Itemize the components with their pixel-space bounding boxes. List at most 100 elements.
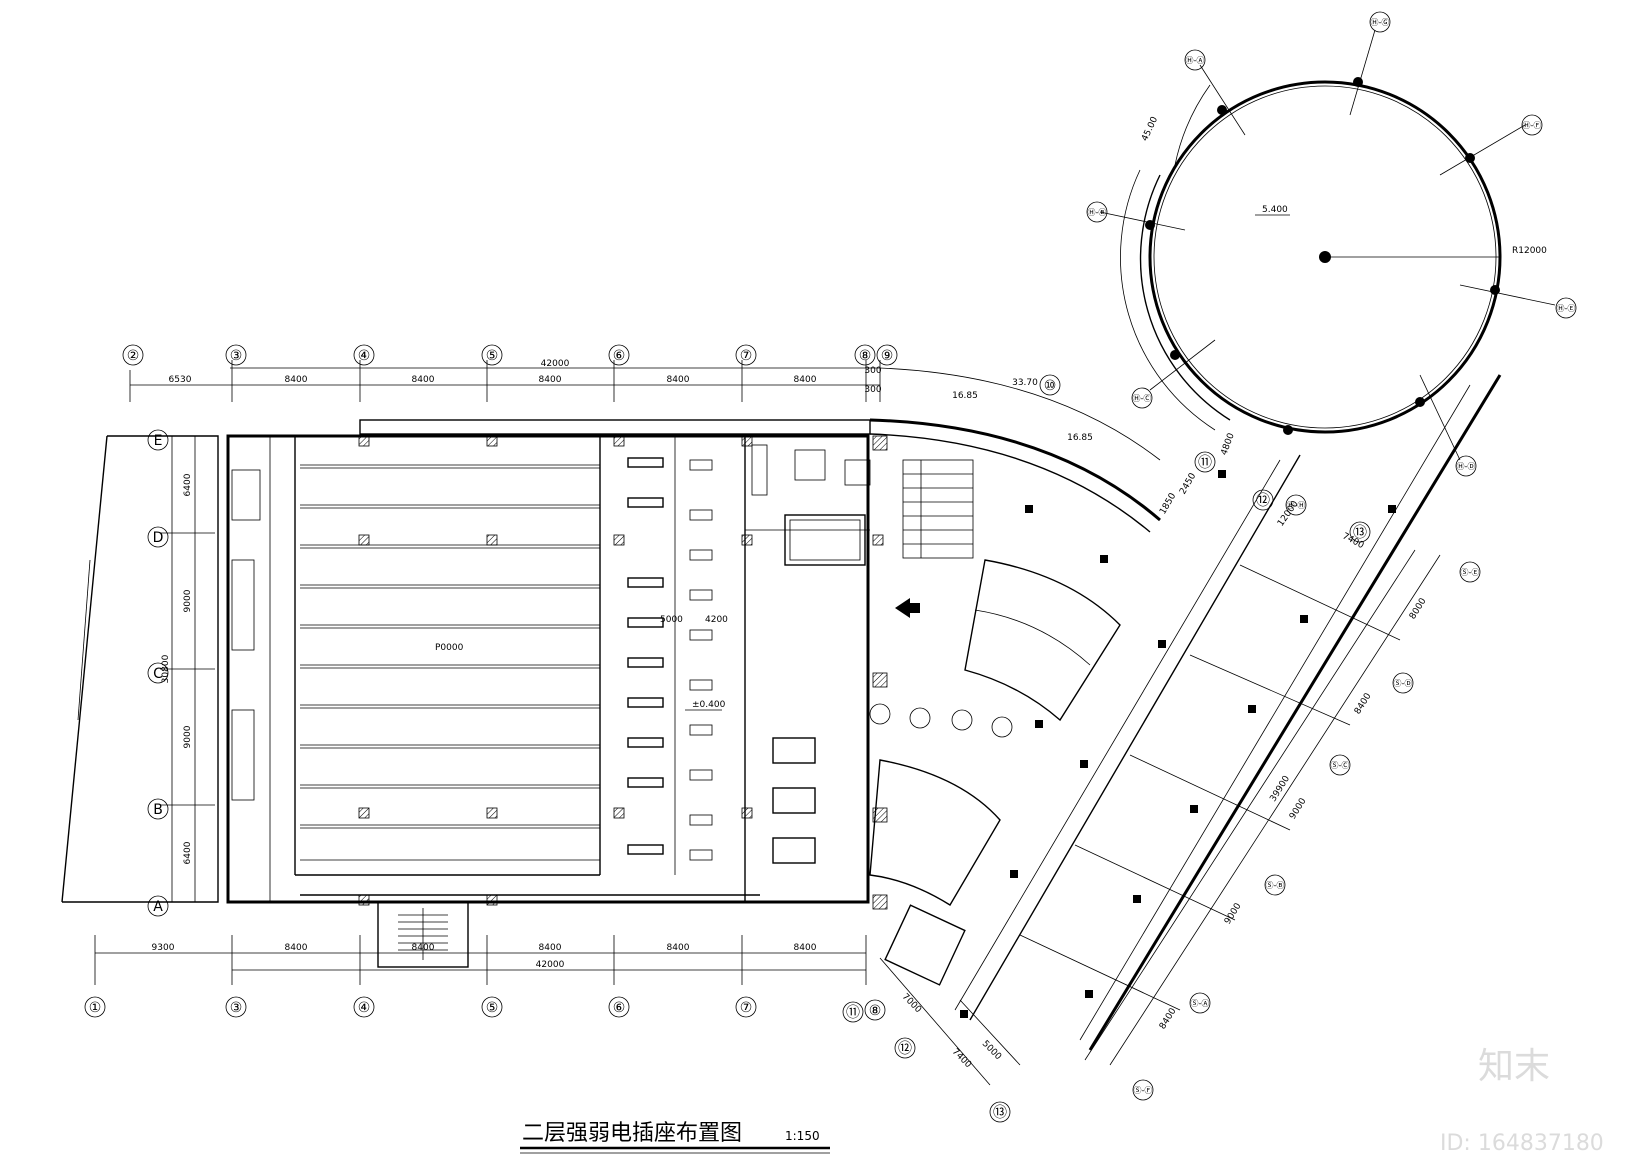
grid-label-top-5: ⑦ <box>740 348 753 364</box>
level-rotunda: 5.400 <box>1262 205 1288 215</box>
grid-label-curve-4: Ⓢ-Ⓐ <box>1191 999 1210 1008</box>
dim-left-3: 6400 <box>183 841 193 864</box>
grid-label-bottom-6: ⑪ <box>846 1005 860 1021</box>
dim-misc-2: 7400 <box>950 1047 973 1070</box>
grid-bubbles-curve: Ⓢ-Ⓔ Ⓢ-Ⓓ Ⓢ-Ⓒ Ⓢ-Ⓑ Ⓢ-Ⓐ Ⓢ-Ⓕ <box>1132 561 1481 1101</box>
dim-top-0: 6530 <box>169 375 192 385</box>
grid-label-radial-0: ⑩ <box>1044 378 1057 394</box>
grid-label-curve-1: Ⓢ-Ⓓ <box>1394 679 1413 688</box>
grid-label-circle-0: Ⓗ-Ⓖ <box>1371 18 1390 27</box>
dim-misc-4: 4800 <box>1220 432 1237 457</box>
dim-bottom-5: 8400 <box>794 943 817 953</box>
dim-top-2: 8400 <box>412 375 435 385</box>
dimension-text-top: 6530 8400 8400 8400 8400 8400 300 300 42… <box>169 359 1093 443</box>
dim-top-curve-2: 16.85 <box>1067 433 1093 443</box>
dim-bottom-1: 8400 <box>285 943 308 953</box>
structural-columns <box>358 435 888 910</box>
bar-counter <box>784 514 866 566</box>
dim-top-6: 300 <box>864 366 881 376</box>
dim-misc-6: 2450 <box>1178 471 1198 496</box>
dim-right-4: 8400 <box>1158 1006 1179 1031</box>
dim-top-curve-0: 33.70 <box>1012 378 1038 388</box>
dim-top-total: 42000 <box>541 359 570 369</box>
inner-dim-1: 5000 <box>660 615 683 625</box>
radius-label: R12000 <box>1512 246 1547 256</box>
dim-bottom-3: 8400 <box>539 943 562 953</box>
curved-wing <box>869 374 1502 1051</box>
grid-bubbles-top: ② ③ ④ ⑤ ⑥ ⑦ ⑧ ⑨ <box>122 344 898 366</box>
grid-label-bottom-4: ⑥ <box>613 1000 626 1016</box>
grid-label-top-1: ③ <box>230 348 243 364</box>
grid-label-curve-0: Ⓢ-Ⓔ <box>1461 568 1480 577</box>
dim-top-3: 8400 <box>539 375 562 385</box>
grid-label-bottom-9: ⑬ <box>993 1105 1007 1121</box>
main-building <box>61 419 974 968</box>
bottom-stair <box>377 901 469 968</box>
drawing-scale: 1:150 <box>785 1129 820 1143</box>
grid-label-top-6: ⑧ <box>859 348 872 364</box>
grid-label-radial-1: ⑪ <box>1198 455 1212 471</box>
dim-left-0: 6400 <box>183 473 193 496</box>
grid-label-radial-2: ⑫ <box>1256 493 1270 509</box>
grid-label-circle-4: Ⓗ-Ⓒ <box>1133 394 1152 403</box>
dim-bottom-0: 9300 <box>152 943 175 953</box>
grid-label-top-7: ⑨ <box>881 348 894 364</box>
dim-right-2: 9000 <box>1288 796 1309 821</box>
dim-top-5: 8400 <box>794 375 817 385</box>
inner-dim-0: P0000 <box>435 643 464 653</box>
grid-label-circle-2: Ⓗ-Ⓔ <box>1557 304 1576 313</box>
grid-label-bottom-3: ⑤ <box>486 1000 499 1016</box>
grid-label-radial-3: ⑬ <box>1353 525 1367 541</box>
dimension-text-misc: 7400 5000 7400 7000 4800 1850 2450 12000… <box>900 115 1366 1070</box>
grid-label-bottom-0: ① <box>89 1000 102 1016</box>
grid-label-circle-7: Ⓗ-Ⓗ <box>1287 501 1306 510</box>
dim-right-1: 8400 <box>1353 691 1374 716</box>
dim-top-1: 8400 <box>285 375 308 385</box>
grid-label-left-4: A <box>153 899 163 915</box>
curved-stair <box>964 559 1121 722</box>
drawing-title: 二层强弱电插座布置图 <box>522 1121 742 1146</box>
wing-columns <box>960 470 1396 1018</box>
lane-seating <box>689 459 713 861</box>
dimension-lines <box>94 84 1441 1086</box>
dim-left-1: 9000 <box>183 589 193 612</box>
grid-bubbles-bottom: ① ③ ④ ⑤ ⑥ ⑦ ⑪ ⑧ ⑫ ⑬ <box>84 996 1011 1123</box>
grid-label-circle-1: Ⓗ-Ⓕ <box>1523 121 1542 130</box>
dimension-text-right: 8000 8400 9000 9000 8400 39900 <box>1158 596 1429 1031</box>
grid-label-curve-5: Ⓢ-Ⓕ <box>1134 1086 1153 1095</box>
dim-left-2: 9000 <box>183 725 193 748</box>
grid-label-left-2: C <box>153 666 163 682</box>
symbol-legend-table <box>902 459 974 559</box>
dim-misc-7: 12000 <box>1276 499 1301 528</box>
grid-bubbles-circle: Ⓗ-Ⓖ Ⓗ-Ⓕ Ⓗ-Ⓔ Ⓗ-Ⓓ Ⓗ-Ⓒ Ⓗ-Ⓑ Ⓗ-Ⓐ Ⓗ-Ⓗ <box>1086 11 1577 516</box>
grid-label-bottom-2: ④ <box>358 1000 371 1016</box>
dimension-text-left: 6400 9000 9000 6400 30800 <box>161 473 193 864</box>
grid-label-top-3: ⑤ <box>486 348 499 364</box>
grid-label-circle-5: Ⓗ-Ⓑ <box>1088 208 1107 217</box>
grid-label-left-3: B <box>153 802 163 818</box>
grid-label-bottom-8: ⑫ <box>898 1041 912 1057</box>
main-outer-wall <box>226 434 870 904</box>
dim-misc-3: 7000 <box>900 992 923 1015</box>
dim-top-4: 8400 <box>667 375 690 385</box>
level-main: ±0.400 <box>692 700 726 710</box>
dim-bottom-total: 42000 <box>536 960 565 970</box>
dimension-text-bottom: 9300 8400 8400 8400 8400 8400 42000 <box>152 943 817 970</box>
bowling-lanes <box>300 464 600 861</box>
dim-left-total: 30800 <box>161 654 171 683</box>
dim-top-curve-1: 16.85 <box>952 391 978 401</box>
grid-label-top-4: ⑥ <box>613 348 626 364</box>
dim-right-3: 9000 <box>1223 901 1244 926</box>
dim-misc-5: 1850 <box>1158 491 1178 516</box>
grid-label-curve-2: Ⓢ-Ⓒ <box>1331 761 1350 770</box>
entrance-arrow-icon <box>895 598 910 618</box>
dim-bottom-2: 8400 <box>412 943 435 953</box>
watermark-brand: 知末 <box>1478 1046 1550 1087</box>
grid-label-bottom-7: ⑧ <box>869 1003 882 1019</box>
grid-label-circle-3: Ⓗ-Ⓓ <box>1457 462 1476 471</box>
watermark: 知末 ID: 164837180 <box>1440 1046 1604 1156</box>
grid-label-top-2: ④ <box>358 348 371 364</box>
grid-label-circle-6: Ⓗ-Ⓐ <box>1186 56 1205 65</box>
dim-misc-8: 45.00 <box>1140 115 1160 143</box>
